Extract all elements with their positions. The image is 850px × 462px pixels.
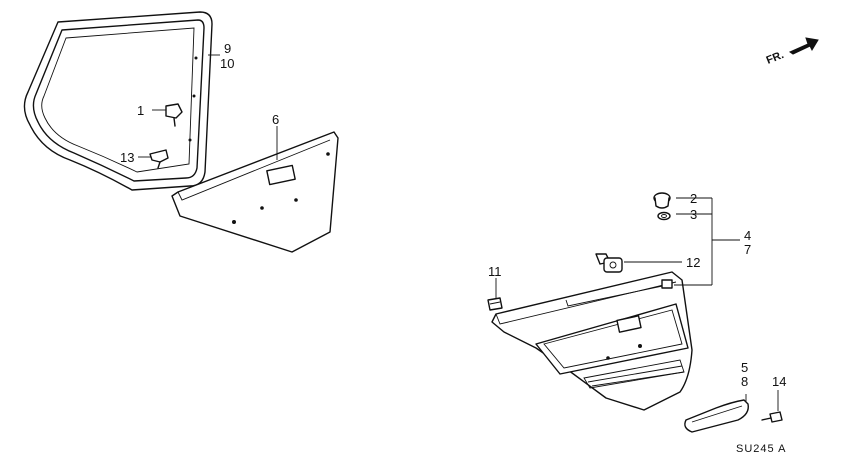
callout-11: 11 bbox=[488, 264, 502, 279]
front-direction-label: FR. bbox=[765, 49, 786, 67]
callout-5: 5 bbox=[741, 360, 748, 375]
clip-nut-part bbox=[487, 297, 503, 311]
callout-2: 2 bbox=[690, 191, 697, 206]
door-lining-panel bbox=[491, 271, 693, 411]
callout-13: 13 bbox=[120, 150, 134, 165]
screw-part bbox=[761, 411, 783, 423]
callout-9: 9 bbox=[224, 41, 231, 56]
callout-1: 1 bbox=[137, 103, 144, 118]
leader-lines bbox=[138, 54, 779, 411]
trim-board-panel bbox=[171, 131, 339, 253]
front-arrow-icon bbox=[788, 37, 819, 55]
door-lock-knob-part bbox=[595, 253, 623, 273]
trim-clip-part bbox=[165, 103, 183, 127]
callout-12: 12 bbox=[686, 255, 700, 270]
grommet-cap-part bbox=[653, 192, 671, 209]
callout-8: 8 bbox=[741, 374, 748, 389]
pull-handle-part bbox=[684, 399, 749, 433]
callout-4: 4 bbox=[744, 228, 751, 243]
hook-clip-part bbox=[149, 149, 169, 169]
front-direction-indicator: FR. bbox=[765, 37, 819, 67]
callout-6: 6 bbox=[272, 112, 279, 127]
callout-3: 3 bbox=[690, 207, 697, 222]
callout-7: 7 bbox=[744, 242, 751, 257]
diagram-code: SU245 A bbox=[736, 443, 786, 455]
callout-14: 14 bbox=[772, 374, 786, 389]
grommet-ring-part bbox=[657, 211, 671, 221]
callout-10: 10 bbox=[220, 56, 234, 71]
door-weatherstrip bbox=[23, 11, 213, 191]
